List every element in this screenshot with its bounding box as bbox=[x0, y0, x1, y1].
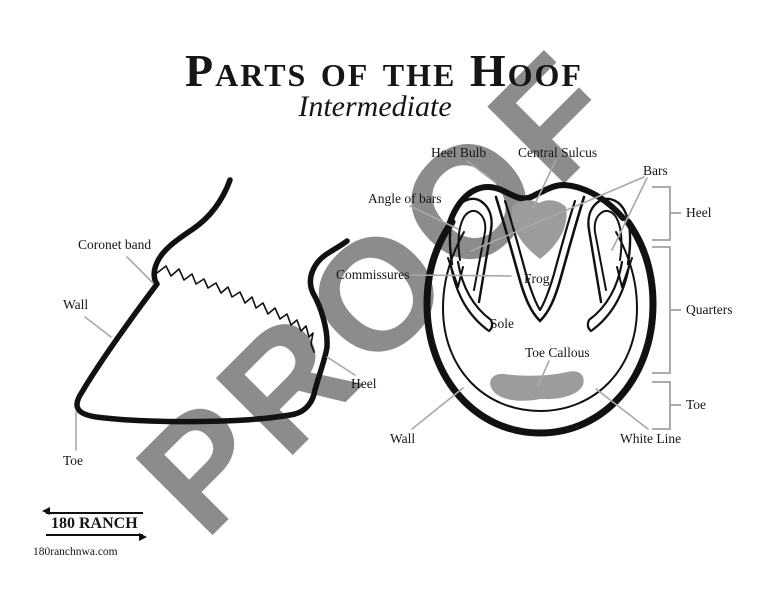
label-heel-side: Heel bbox=[351, 376, 377, 391]
label-sole: Sole bbox=[490, 316, 515, 331]
label-frog: Frog bbox=[524, 271, 550, 286]
bottom-view-hoof bbox=[423, 182, 657, 437]
label-commissures: Commissures bbox=[336, 267, 410, 282]
wall-outline bbox=[423, 218, 657, 437]
rotation-arrow-right-icon bbox=[138, 533, 147, 541]
leader-heel-side bbox=[326, 356, 356, 376]
label-toe-callous: Toe Callous bbox=[525, 345, 590, 360]
toe-callous-shade bbox=[490, 371, 584, 401]
logo-180-ranch: 180 RANCH bbox=[42, 507, 147, 541]
left-bar-outer bbox=[448, 197, 493, 304]
left-bar-inner bbox=[457, 209, 487, 291]
label-bars: Bars bbox=[643, 163, 668, 178]
leader-toe-callous bbox=[537, 360, 550, 387]
side-view-hoof bbox=[74, 177, 350, 425]
leader-heel-bulb bbox=[466, 160, 497, 184]
page-subtitle: Intermediate bbox=[298, 90, 452, 123]
label-bracket-quarters: Quarters bbox=[686, 302, 733, 317]
label-bracket-toe: Toe bbox=[686, 397, 707, 412]
leader-bars-right bbox=[611, 177, 648, 251]
label-angle-of-bars: Angle of bars bbox=[368, 191, 442, 206]
frog-inner bbox=[503, 199, 577, 312]
toe-bracket bbox=[652, 381, 671, 430]
rotation-arrow-left-icon bbox=[42, 507, 50, 515]
label-coronet-band: Coronet band bbox=[78, 237, 152, 252]
right-commissure-blade bbox=[586, 260, 631, 333]
heel-bulb-line bbox=[446, 182, 626, 228]
leader-commissures bbox=[411, 274, 512, 277]
label-toe-side: Toe bbox=[63, 453, 84, 468]
region-brackets bbox=[652, 186, 681, 430]
label-central-sulcus: Central Sulcus bbox=[518, 145, 598, 160]
page-title: Parts of the Hoof bbox=[185, 45, 583, 96]
label-bracket-heel: Heel bbox=[686, 205, 712, 220]
frog-outer bbox=[494, 195, 586, 323]
heel-bracket bbox=[652, 186, 671, 241]
website-url: 180ranchnwa.com bbox=[33, 546, 118, 558]
leader-bars-left bbox=[470, 176, 645, 252]
white-line-outline bbox=[442, 231, 638, 412]
label-wall-bottom: Wall bbox=[390, 431, 416, 446]
right-bar-outer bbox=[587, 197, 632, 304]
leader-coronet-band bbox=[126, 256, 154, 284]
label-wall-side: Wall bbox=[63, 297, 89, 312]
central-sulcus-shade bbox=[511, 200, 567, 259]
leader-angle-of-bars bbox=[409, 205, 459, 230]
leader-lines bbox=[75, 159, 649, 451]
leader-central-sulcus bbox=[532, 159, 557, 209]
leader-wall-bottom bbox=[411, 387, 464, 430]
leader-wall-side bbox=[84, 316, 112, 338]
leader-white-line bbox=[595, 388, 649, 430]
side-view-outline bbox=[74, 177, 350, 425]
label-white-line: White Line bbox=[620, 431, 682, 446]
logo-text: 180 RANCH bbox=[46, 512, 143, 536]
coronet-band-line bbox=[156, 265, 315, 353]
label-heel-bulb: Heel Bulb bbox=[431, 145, 487, 160]
left-commissure-blade bbox=[449, 260, 494, 333]
